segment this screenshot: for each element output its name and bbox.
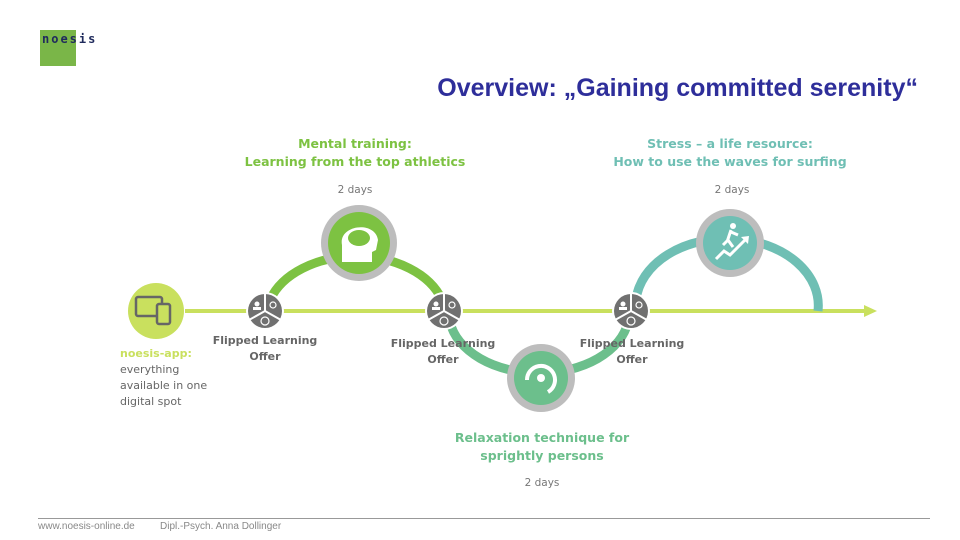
- app-line: everything: [120, 363, 180, 376]
- logo-text: noesis: [42, 32, 98, 46]
- module-relax-heading: Relaxation technique for sprightly perso…: [392, 429, 692, 465]
- page-title: Overview: „Gaining committed serenity“: [437, 74, 918, 102]
- module-relax-duration: 2 days: [524, 477, 560, 489]
- flipped-learning-node-icon: [612, 292, 650, 330]
- flipped-line: Flipped Learning: [390, 337, 496, 350]
- runner-stairs-icon: [696, 209, 764, 277]
- module-stress-duration: 2 days: [714, 184, 750, 196]
- flipped-line: Flipped Learning: [579, 337, 685, 350]
- footer-divider: [38, 518, 930, 519]
- flipped-line: Flipped Learning: [212, 334, 318, 347]
- flipped-line: Offer: [249, 350, 281, 363]
- timeline-arrowhead: [864, 305, 877, 317]
- module-mental-heading: Mental training: Learning from the top a…: [205, 135, 505, 171]
- flipped-learning-node-icon: [246, 292, 284, 330]
- footer-author: Dipl.-Psych. Anna Dollinger: [160, 521, 282, 532]
- app-label: noesis-app:: [120, 347, 192, 360]
- footer-website[interactable]: www.noesis-online.de: [38, 521, 135, 532]
- relax-cycle-icon: [507, 344, 575, 412]
- brain-icon: [321, 205, 397, 281]
- module-mental-duration: 2 days: [337, 184, 373, 196]
- heading-line: Relaxation technique for: [454, 430, 630, 445]
- flipped-learning-node-icon: [425, 292, 463, 330]
- module-stress-heading: Stress – a life resource: How to use the…: [580, 135, 880, 171]
- flipped-line: Offer: [616, 353, 648, 366]
- heading-line: How to use the waves for surfing: [613, 154, 847, 169]
- heading-line: Mental training:: [298, 136, 412, 151]
- app-description: noesis-app: everything available in one …: [120, 346, 207, 410]
- logo: [40, 30, 76, 66]
- heading-line: Learning from the top athletics: [244, 154, 466, 169]
- flipped-line: Offer: [427, 353, 459, 366]
- heading-line: sprightly persons: [480, 448, 604, 463]
- app-icon: [128, 283, 184, 339]
- app-line: digital spot: [120, 395, 182, 408]
- heading-line: Stress – a life resource:: [647, 136, 813, 151]
- app-line: available in one: [120, 379, 208, 392]
